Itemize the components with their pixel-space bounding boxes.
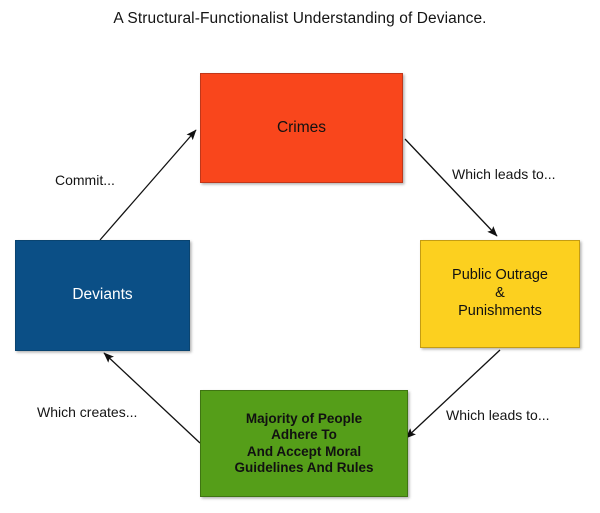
node-crimes[interactable]: Crimes [200,73,403,183]
node-deviants-label: Deviants [72,286,133,304]
edge-label-commit: Commit... [55,172,115,188]
node-public-outrage-punishments-label: Public Outrage & Punishments [452,267,548,319]
node-deviants[interactable]: Deviants [15,240,190,351]
arrow-crimes-to-outrage [404,138,498,237]
node-public-outrage-punishments[interactable]: Public Outrage & Punishments [420,240,580,348]
edge-label-crimes-to-outrage: Which leads to... [452,166,556,182]
diagram-title: A Structural-Functionalist Understanding… [113,10,487,27]
edge-label-outrage-to-majority: Which leads to... [446,407,550,423]
arrow-majority-to-deviants [103,352,201,444]
node-majority-of-people-label: Majority of People Adhere To And Accept … [234,410,374,475]
node-crimes-label: Crimes [276,118,327,136]
arrow-outrage-to-majority [405,349,501,439]
node-majority-of-people[interactable]: Majority of People Adhere To And Accept … [200,390,408,497]
edge-label-majority-to-deviants: Which creates... [37,404,138,420]
